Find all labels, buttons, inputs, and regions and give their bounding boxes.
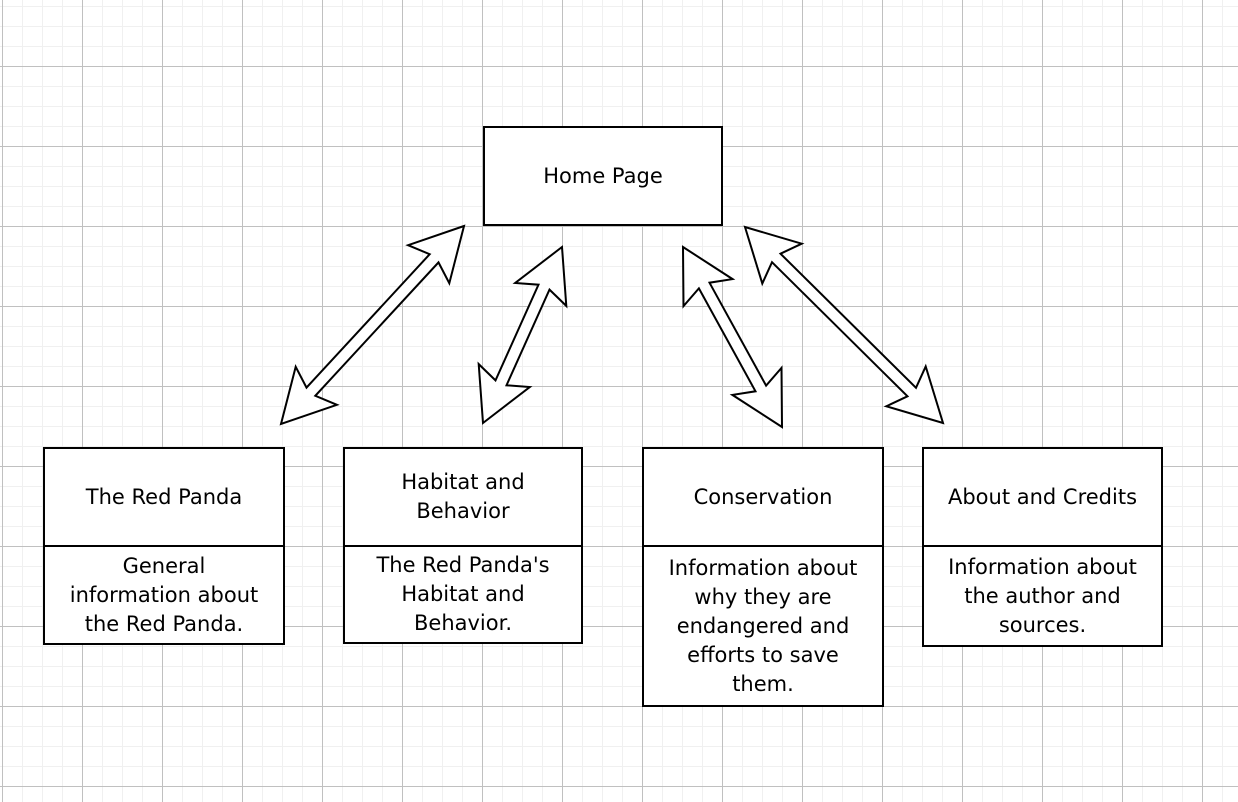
node-habitat-and-behavior-description: The Red Panda's Habitat and Behavior. xyxy=(343,545,583,644)
node-home-page[interactable]: Home Page xyxy=(483,126,723,226)
node-the-red-panda-title: The Red Panda xyxy=(43,447,285,547)
node-habitat-and-behavior-title: Habitat and Behavior xyxy=(343,447,583,547)
node-the-red-panda[interactable]: The Red Panda General information about … xyxy=(43,447,285,645)
node-the-red-panda-description: General information about the Red Panda. xyxy=(43,545,285,645)
double-arrow-home-red-panda[interactable] xyxy=(279,224,466,426)
node-conservation[interactable]: Conservation Information about why they … xyxy=(642,447,884,707)
double-arrow-home-about[interactable] xyxy=(743,225,945,425)
node-about-and-credits[interactable]: About and Credits Information about the … xyxy=(922,447,1163,647)
double-arrow-home-habitat[interactable] xyxy=(477,245,568,425)
node-home-page-title: Home Page xyxy=(483,126,723,226)
node-conservation-title: Conservation xyxy=(642,447,884,547)
node-conservation-description: Information about why they are endangere… xyxy=(642,545,884,707)
node-about-and-credits-title: About and Credits xyxy=(922,447,1163,547)
double-arrow-home-conservation[interactable] xyxy=(681,245,784,429)
node-habitat-and-behavior[interactable]: Habitat and Behavior The Red Panda's Hab… xyxy=(343,447,583,644)
node-about-and-credits-description: Information about the author and sources… xyxy=(922,545,1163,647)
